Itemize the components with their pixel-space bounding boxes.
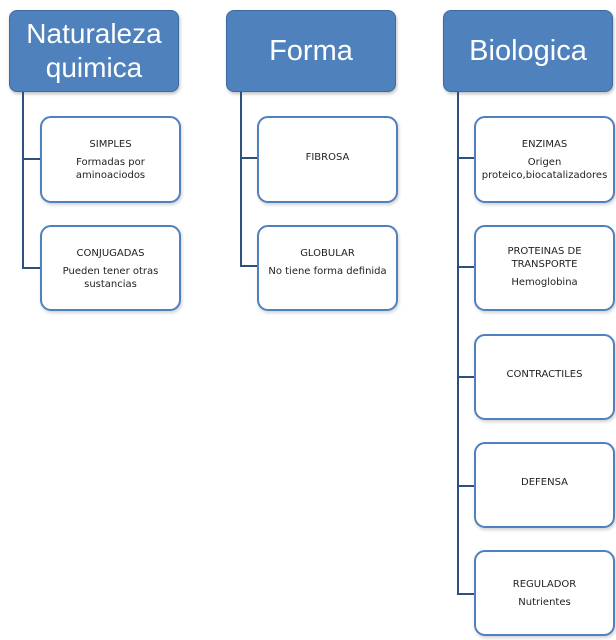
connector-branch bbox=[22, 158, 41, 160]
connector-branch bbox=[240, 265, 258, 267]
node-title: PROTEINAS DE TRANSPORTE bbox=[507, 246, 582, 270]
header-label: Forma bbox=[269, 34, 353, 67]
connector-branch bbox=[457, 157, 475, 159]
header-forma: Forma bbox=[226, 10, 396, 92]
connector-branch bbox=[457, 485, 475, 487]
node-enzimas: ENZIMAS Origen proteico,biocatalizadores bbox=[474, 116, 615, 203]
node-proteinas-transporte: PROTEINAS DE TRANSPORTE Hemoglobina bbox=[474, 225, 615, 311]
node-title: GLOBULAR bbox=[300, 248, 355, 259]
header-label: Biologica bbox=[469, 34, 587, 67]
node-title: DEFENSA bbox=[521, 477, 568, 488]
node-title: CONJUGADAS bbox=[76, 248, 145, 259]
node-regulador: REGULADOR Nutrientes bbox=[474, 550, 615, 636]
connector-trunk bbox=[240, 92, 242, 267]
header-biologica: Biologica bbox=[443, 10, 613, 92]
node-contractiles: CONTRACTILES bbox=[474, 334, 615, 420]
node-defensa: DEFENSA bbox=[474, 442, 615, 528]
node-title: SIMPLES bbox=[89, 139, 132, 150]
node-description: Nutrientes bbox=[518, 597, 571, 608]
node-simples: SIMPLES Formadas por aminoaciodos bbox=[40, 116, 181, 203]
node-description: Origen proteico,biocatalizadores bbox=[481, 157, 608, 181]
node-description: Hemoglobina bbox=[511, 277, 578, 288]
node-description: No tiene forma definida bbox=[268, 266, 387, 277]
node-title: ENZIMAS bbox=[521, 139, 568, 150]
connector-branch bbox=[457, 593, 475, 595]
node-description: Pueden tener otras sustancias bbox=[62, 266, 159, 290]
connector-branch bbox=[457, 266, 475, 268]
node-fibrosa: FIBROSA bbox=[257, 116, 398, 203]
header-label: Naturaleza quimica bbox=[26, 18, 162, 83]
connector-branch bbox=[457, 376, 475, 378]
header-naturaleza-quimica: Naturaleza quimica bbox=[9, 10, 179, 92]
node-globular: GLOBULAR No tiene forma definida bbox=[257, 225, 398, 311]
node-title: FIBROSA bbox=[305, 151, 350, 163]
connector-branch bbox=[240, 157, 258, 159]
node-title: CONTRACTILES bbox=[506, 369, 583, 380]
node-description: Formadas por aminoaciodos bbox=[75, 157, 146, 181]
node-conjugadas: CONJUGADAS Pueden tener otras sustancias bbox=[40, 225, 181, 311]
connector-branch bbox=[22, 267, 41, 269]
connector-trunk bbox=[22, 92, 24, 269]
node-title: REGULADOR bbox=[512, 579, 577, 590]
connector-trunk bbox=[457, 92, 459, 595]
